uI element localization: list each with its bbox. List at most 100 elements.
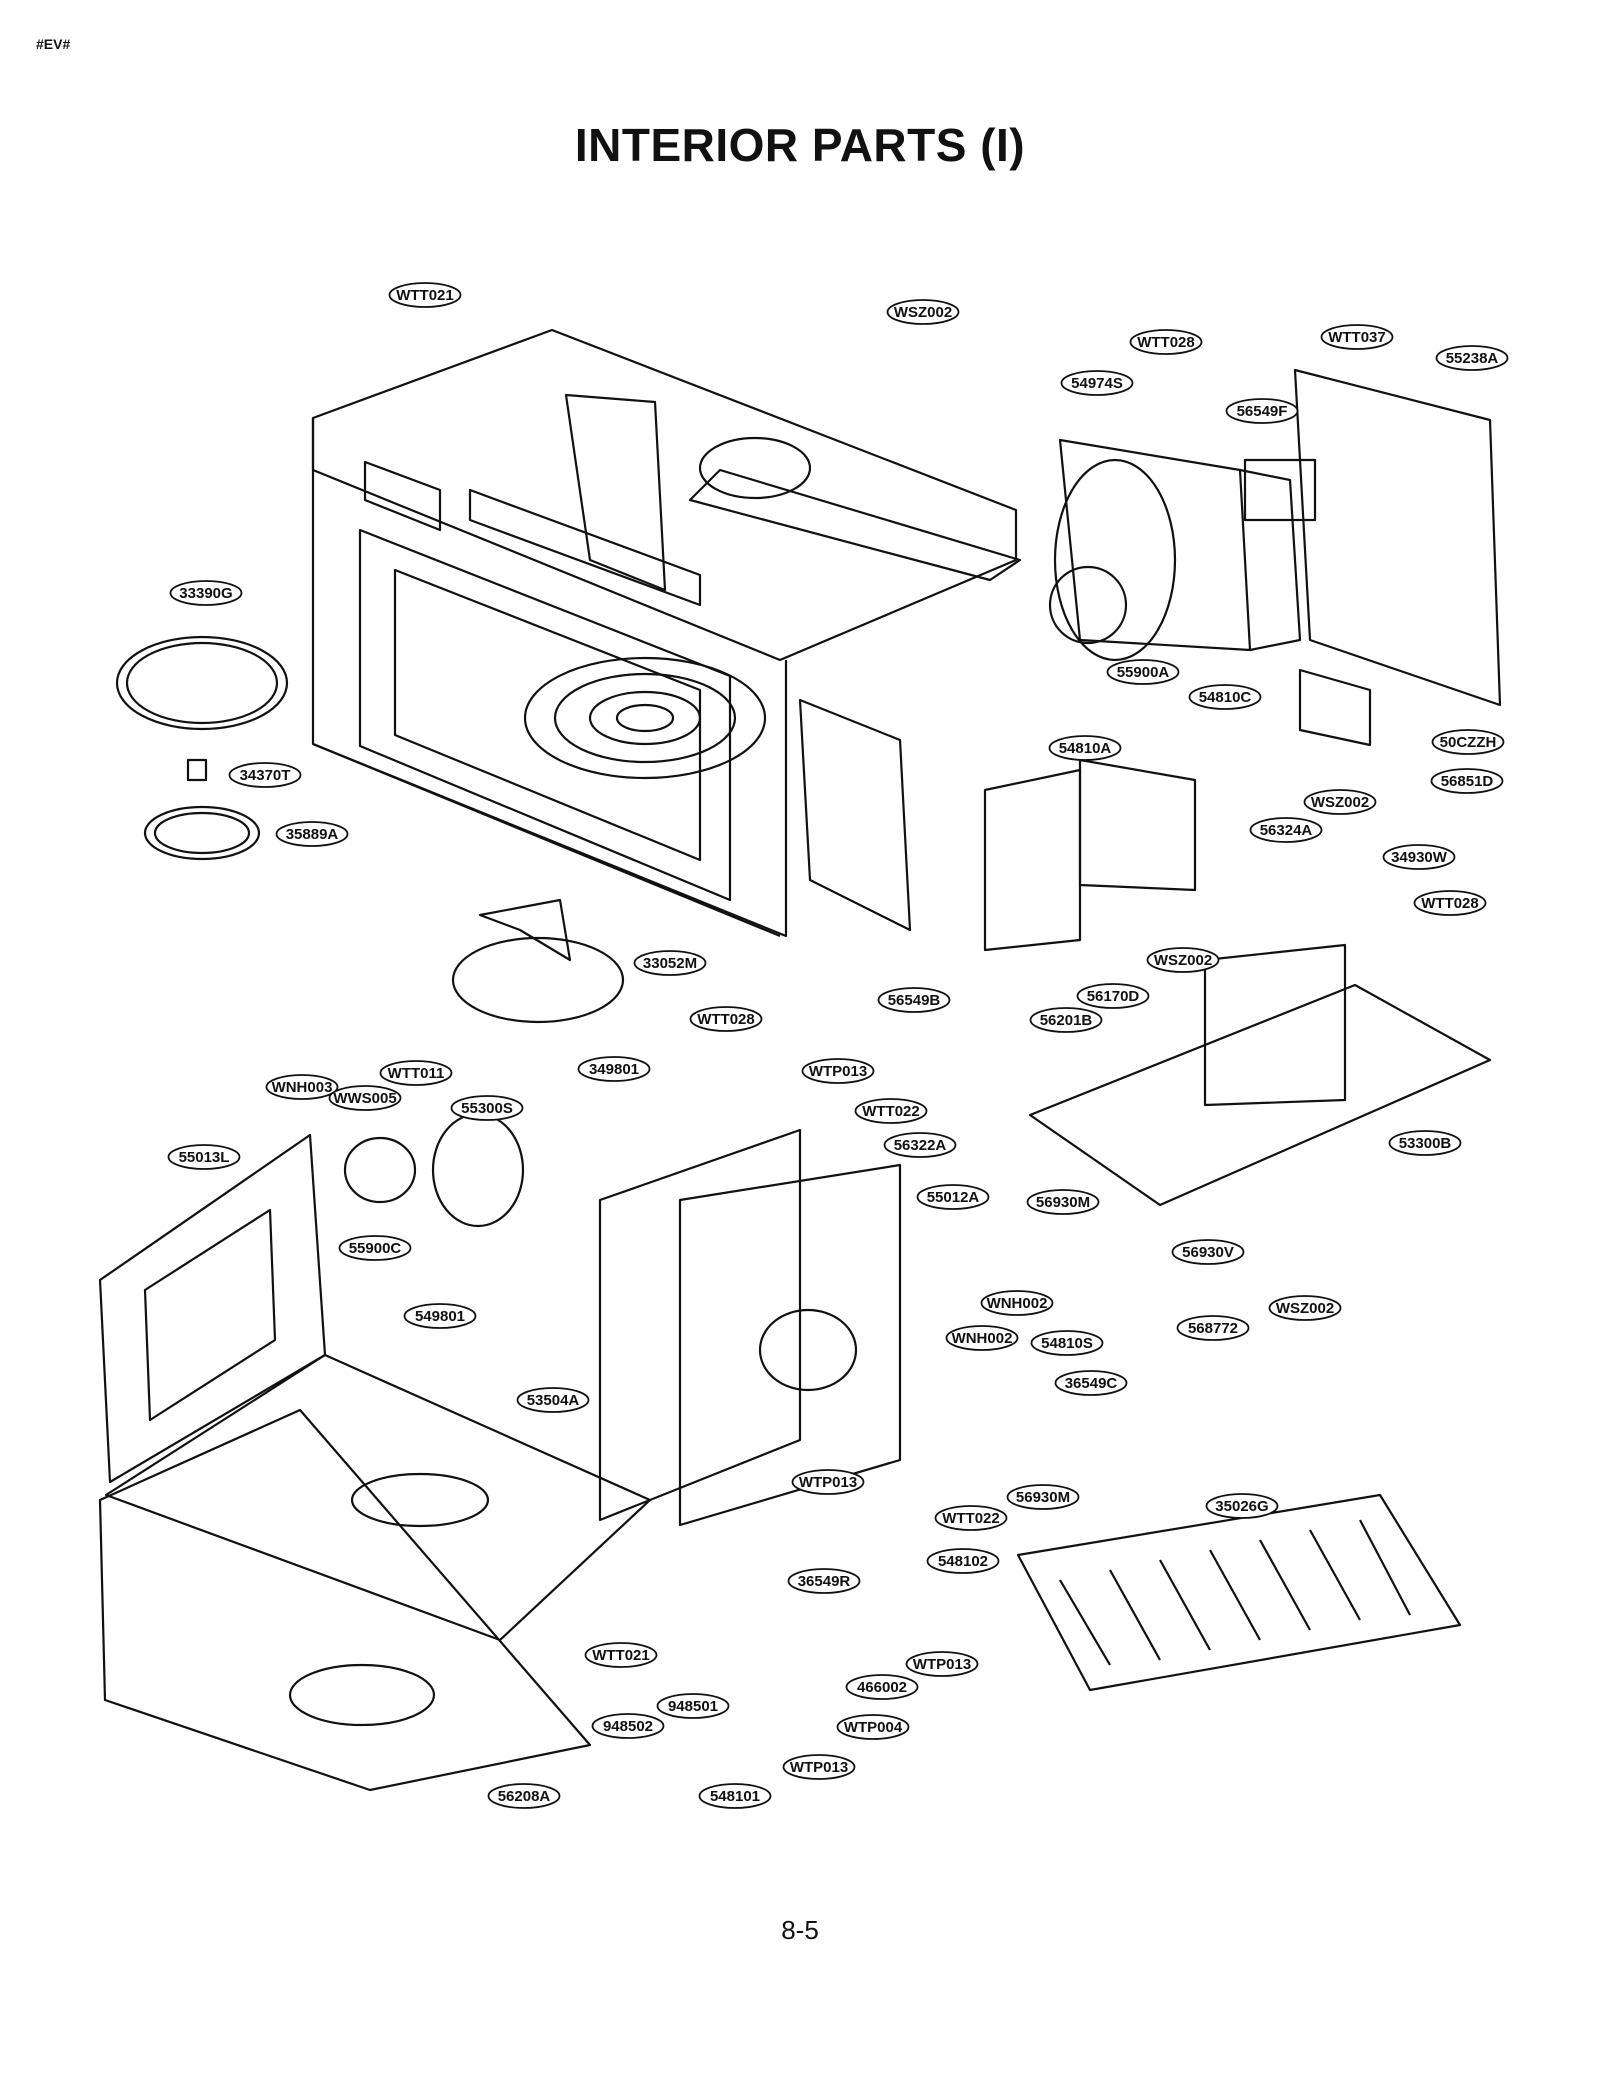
part-label-oval	[1054, 1370, 1128, 1396]
part-number: 35889A	[286, 826, 339, 843]
part-label-oval	[1431, 729, 1505, 755]
part-number: 548101	[710, 1788, 760, 1805]
part-label-oval	[945, 1325, 1019, 1351]
part-label-oval	[403, 1303, 477, 1329]
part-label-oval	[167, 1144, 241, 1170]
part-number: 55900A	[1117, 664, 1170, 681]
part-number: 54974S	[1071, 375, 1123, 392]
part-label-oval	[656, 1693, 730, 1719]
part-label-48: 56930M	[1006, 1484, 1080, 1510]
part-label-oval	[450, 1095, 524, 1121]
part-label-oval	[265, 1074, 339, 1100]
part-label-57: 948502	[591, 1713, 665, 1739]
part-label-oval	[1249, 817, 1323, 843]
part-number: 55300S	[461, 1100, 513, 1117]
part-label-oval	[782, 1754, 856, 1780]
part-label-oval	[1048, 735, 1122, 761]
part-number: 56208A	[498, 1788, 551, 1805]
part-number: 53504A	[527, 1392, 580, 1409]
part-number: 466002	[857, 1679, 907, 1696]
part-number: 549801	[415, 1308, 465, 1325]
part-label-9: 35889A	[275, 821, 349, 847]
part-label-27: WTP013	[801, 1058, 875, 1084]
part-label-17: 34930W	[1382, 844, 1456, 870]
part-label-38: 56930V	[1171, 1239, 1245, 1265]
part-label-oval	[487, 1783, 561, 1809]
part-label-oval	[1026, 1189, 1100, 1215]
part-number: 54810S	[1041, 1335, 1093, 1352]
part-label-61: 548101	[698, 1783, 772, 1809]
part-label-45: 53504A	[516, 1387, 590, 1413]
part-label-oval	[1435, 345, 1509, 371]
part-label-oval	[1006, 1484, 1080, 1510]
part-label-oval	[591, 1713, 665, 1739]
part-label-43: 54810S	[1030, 1330, 1104, 1356]
part-label-oval	[1388, 1130, 1462, 1156]
part-number: WTP013	[790, 1759, 848, 1776]
part-number: 50CZZH	[1440, 734, 1497, 751]
part-label-oval	[1171, 1239, 1245, 1265]
part-number: 55238A	[1446, 350, 1499, 367]
part-label-19: 33052M	[633, 950, 707, 976]
part-label-12: 50CZZH	[1431, 729, 1505, 755]
part-label-15: WSZ002	[1303, 789, 1377, 815]
part-number: WTP013	[809, 1063, 867, 1080]
part-number: WTT022	[942, 1510, 1000, 1527]
part-number: 56930M	[1016, 1489, 1070, 1506]
part-number: 56930M	[1036, 1194, 1090, 1211]
part-label-oval	[338, 1235, 412, 1261]
part-label-oval	[1129, 329, 1203, 355]
part-label-oval	[1225, 398, 1299, 424]
part-label-0: WTT021	[388, 282, 462, 308]
part-label-oval	[1076, 983, 1150, 1009]
part-label-47: WTP013	[791, 1469, 865, 1495]
part-number: WSZ002	[1311, 794, 1369, 811]
convection-drawing	[343, 898, 902, 1527]
part-number: 33052M	[643, 955, 697, 972]
part-label-59: WTP013	[782, 1754, 856, 1780]
part-number: 55900C	[349, 1240, 402, 1257]
part-number: 53300B	[1399, 1135, 1452, 1152]
part-label-oval	[1060, 370, 1134, 396]
part-label-29: WWS005	[328, 1085, 402, 1111]
part-label-oval	[1303, 789, 1377, 815]
part-label-oval	[845, 1674, 919, 1700]
part-label-37: 55900C	[338, 1235, 412, 1261]
part-label-oval	[836, 1714, 910, 1740]
part-label-oval	[886, 299, 960, 325]
part-label-46: 36549C	[1054, 1370, 1128, 1396]
part-label-oval	[883, 1132, 957, 1158]
part-number: 56549B	[888, 992, 941, 1009]
part-number: WTT028	[1137, 334, 1195, 351]
part-label-oval	[1188, 684, 1262, 710]
part-number: WNH003	[272, 1079, 333, 1096]
part-label-oval	[516, 1387, 590, 1413]
part-number: WTT022	[862, 1103, 920, 1120]
part-label-10: 55900A	[1106, 659, 1180, 685]
part-number: 349801	[589, 1061, 639, 1078]
part-label-oval	[379, 1060, 453, 1086]
part-label-3: WTT037	[1320, 324, 1394, 350]
part-number: WNH002	[987, 1295, 1048, 1312]
part-label-6: 56549F	[1225, 398, 1299, 424]
cavity-assembly-drawing	[311, 328, 1022, 938]
part-label-oval	[1268, 1295, 1342, 1321]
part-label-36: 56930M	[1026, 1189, 1100, 1215]
part-label-oval	[633, 950, 707, 976]
part-label-oval	[926, 1548, 1000, 1574]
part-label-50: 35026G	[1205, 1493, 1279, 1519]
part-label-2: WTT028	[1129, 329, 1203, 355]
part-label-oval	[584, 1642, 658, 1668]
part-label-oval	[1430, 768, 1504, 794]
part-number: WSZ002	[894, 304, 952, 321]
part-number: 54810C	[1199, 689, 1252, 706]
part-label-22: 56549B	[877, 987, 951, 1013]
part-label-24: 56170D	[1076, 983, 1150, 1009]
part-number: 548102	[938, 1553, 988, 1570]
part-number: WSZ002	[1154, 952, 1212, 969]
part-label-55: 466002	[845, 1674, 919, 1700]
part-label-oval	[877, 987, 951, 1013]
part-label-21: WTT028	[689, 1006, 763, 1032]
part-label-8: 34370T	[228, 762, 302, 788]
door-frame-drawing	[98, 1133, 652, 1792]
